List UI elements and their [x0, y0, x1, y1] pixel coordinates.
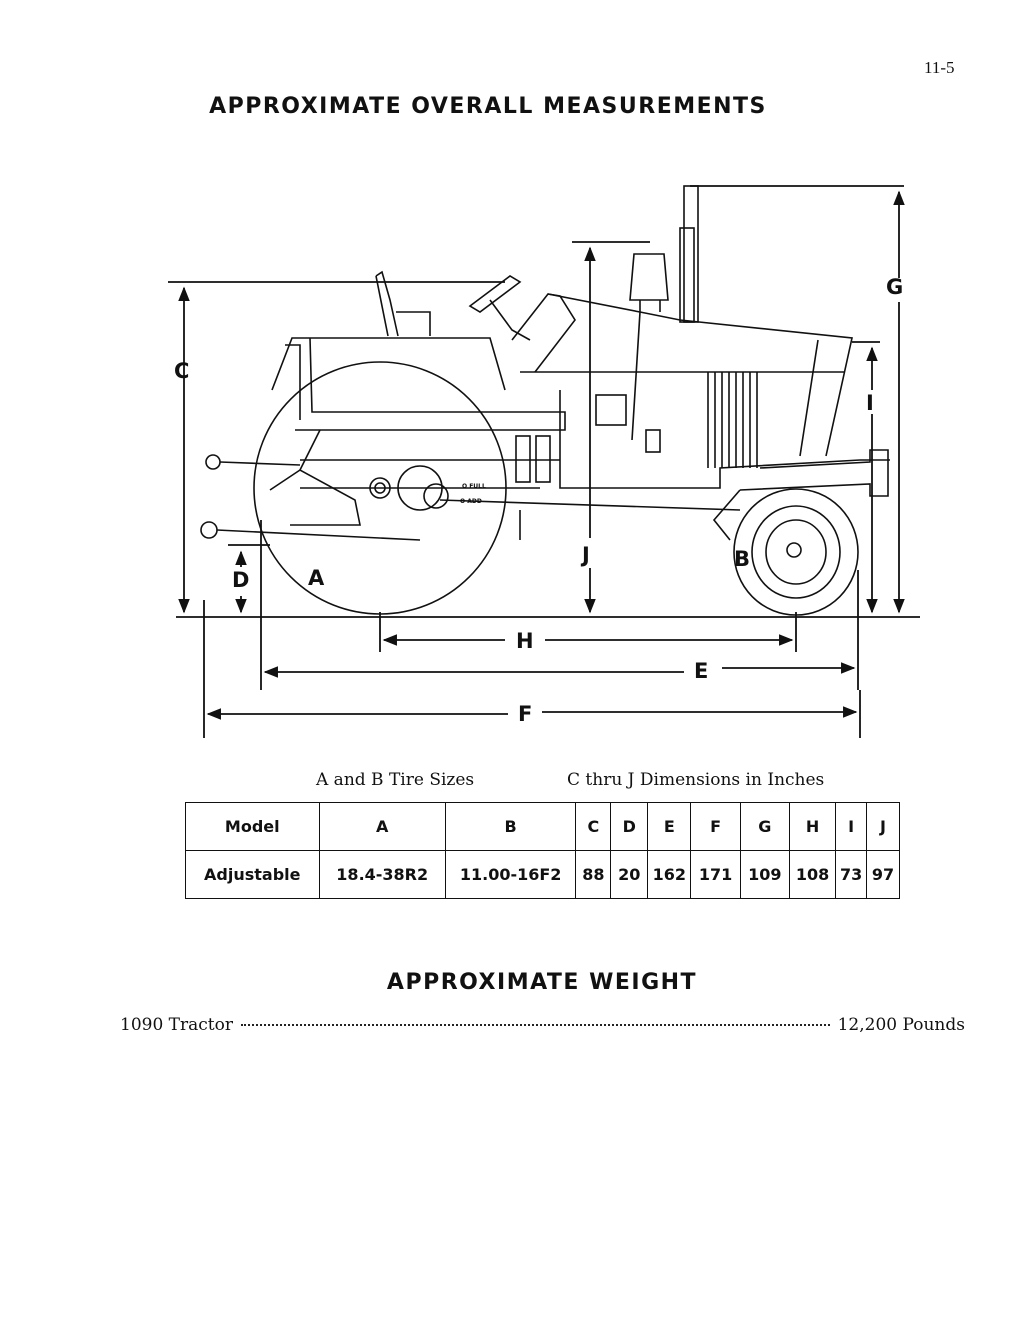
- label-f: F: [518, 702, 532, 726]
- table-header: Model: [185, 802, 320, 851]
- label-i: I: [866, 391, 874, 415]
- fuel-full-label: O FULL: [462, 483, 486, 490]
- table-header: E: [647, 802, 692, 851]
- label-a: A: [308, 566, 325, 590]
- table-header: G: [739, 802, 791, 851]
- weight-value: 12,200 Pounds: [837, 1015, 965, 1035]
- table-header: H: [788, 802, 837, 851]
- label-j: J: [580, 543, 590, 567]
- fuel-add-label: O ADD: [460, 498, 482, 505]
- weight-row: 1090 Tractor 12,200 Pounds: [120, 1015, 965, 1035]
- label-b: B: [734, 547, 750, 571]
- page-number: 11-5: [924, 58, 955, 77]
- table-header: I: [835, 802, 868, 851]
- tractor-outline: [200, 185, 890, 616]
- label-g: G: [886, 275, 903, 299]
- weight-title: APPROXIMATE WEIGHT: [386, 970, 698, 995]
- table-cell: 20: [610, 850, 649, 899]
- label-h: H: [516, 629, 534, 653]
- table-header: B: [444, 802, 577, 851]
- table-cell: 162: [647, 850, 692, 899]
- label-d: D: [232, 568, 249, 592]
- table-header-row: Model A B C D E F G H I J: [185, 802, 900, 851]
- table-cell: 11.00-16F2: [444, 850, 577, 899]
- table-header: C: [575, 802, 612, 851]
- label-c: C: [174, 359, 189, 383]
- dimensions-caption: C thru J Dimensions in Inches: [567, 770, 825, 790]
- table-cell: 109: [739, 850, 791, 899]
- table-cell: 108: [788, 850, 837, 899]
- table-cell: 88: [575, 850, 612, 899]
- table-header: A: [318, 802, 446, 851]
- table-cell: Adjustable: [185, 850, 320, 899]
- weight-item: 1090 Tractor: [120, 1015, 233, 1035]
- table-cell: 18.4-38R2: [318, 850, 446, 899]
- table-row: Adjustable 18.4-38R2 11.00-16F2 88 20 16…: [185, 850, 900, 899]
- table-header: D: [610, 802, 649, 851]
- table-cell: 97: [866, 850, 900, 899]
- page-title: APPROXIMATE OVERALL MEASUREMENTS: [209, 94, 767, 119]
- tire-sizes-caption: A and B Tire Sizes: [316, 770, 475, 790]
- dot-leader: [240, 1024, 830, 1026]
- label-e: E: [694, 659, 708, 683]
- table-header: J: [866, 802, 900, 851]
- tractor-dimension-diagram: C D A G I J B H E F O FULL O ADD: [168, 185, 920, 738]
- table-header: F: [690, 802, 741, 851]
- table-cell: 73: [835, 850, 868, 899]
- measurements-table: Model A B C D E F G H I J Adjustable 18.…: [185, 802, 900, 899]
- table-cell: 171: [690, 850, 741, 899]
